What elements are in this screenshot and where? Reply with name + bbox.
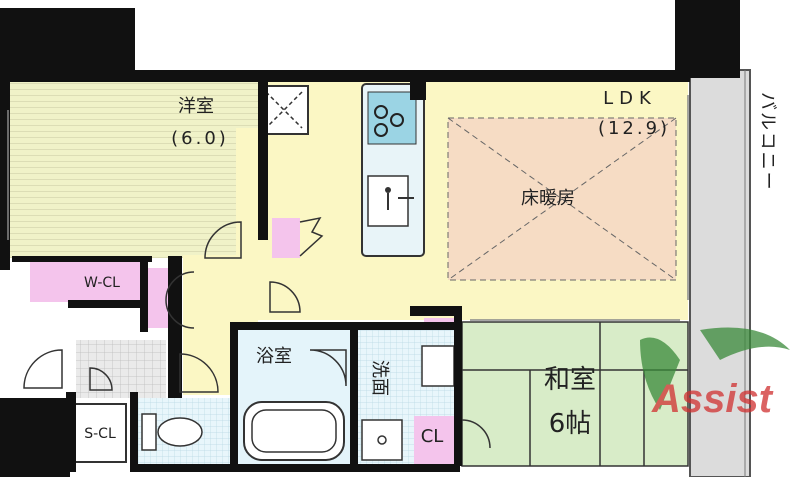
assist-watermark: Assist [640, 327, 790, 421]
walk-in-closet-label: W-CL [84, 275, 120, 291]
watermark-text: Assist [651, 377, 774, 421]
floor-heating-label: 床暖房 [521, 188, 575, 209]
shoe-closet-floor [73, 403, 127, 463]
walk-in-closet-floor [30, 262, 140, 302]
entrance-floor [76, 340, 166, 398]
bathtub [243, 401, 345, 461]
balcony-area [690, 70, 750, 477]
western-room-size: (6.0) [171, 128, 229, 149]
japanese-room-name: 和室 [544, 365, 596, 395]
japanese-room-size: 6帖 [549, 409, 592, 439]
ldk-size: (12.9) [598, 118, 670, 139]
balcony-label: バルコニー [757, 92, 778, 192]
western-room-floor [8, 80, 258, 258]
western-room-name: 洋室 [178, 96, 214, 117]
shoe-closet-label: S-CL [84, 426, 116, 442]
closet-label: CL [421, 426, 444, 447]
ldk-name: LDK [603, 88, 657, 109]
bathroom-label: 浴室 [256, 346, 292, 367]
closet-floor [414, 416, 460, 466]
washroom-label: 洗面 [369, 360, 390, 396]
